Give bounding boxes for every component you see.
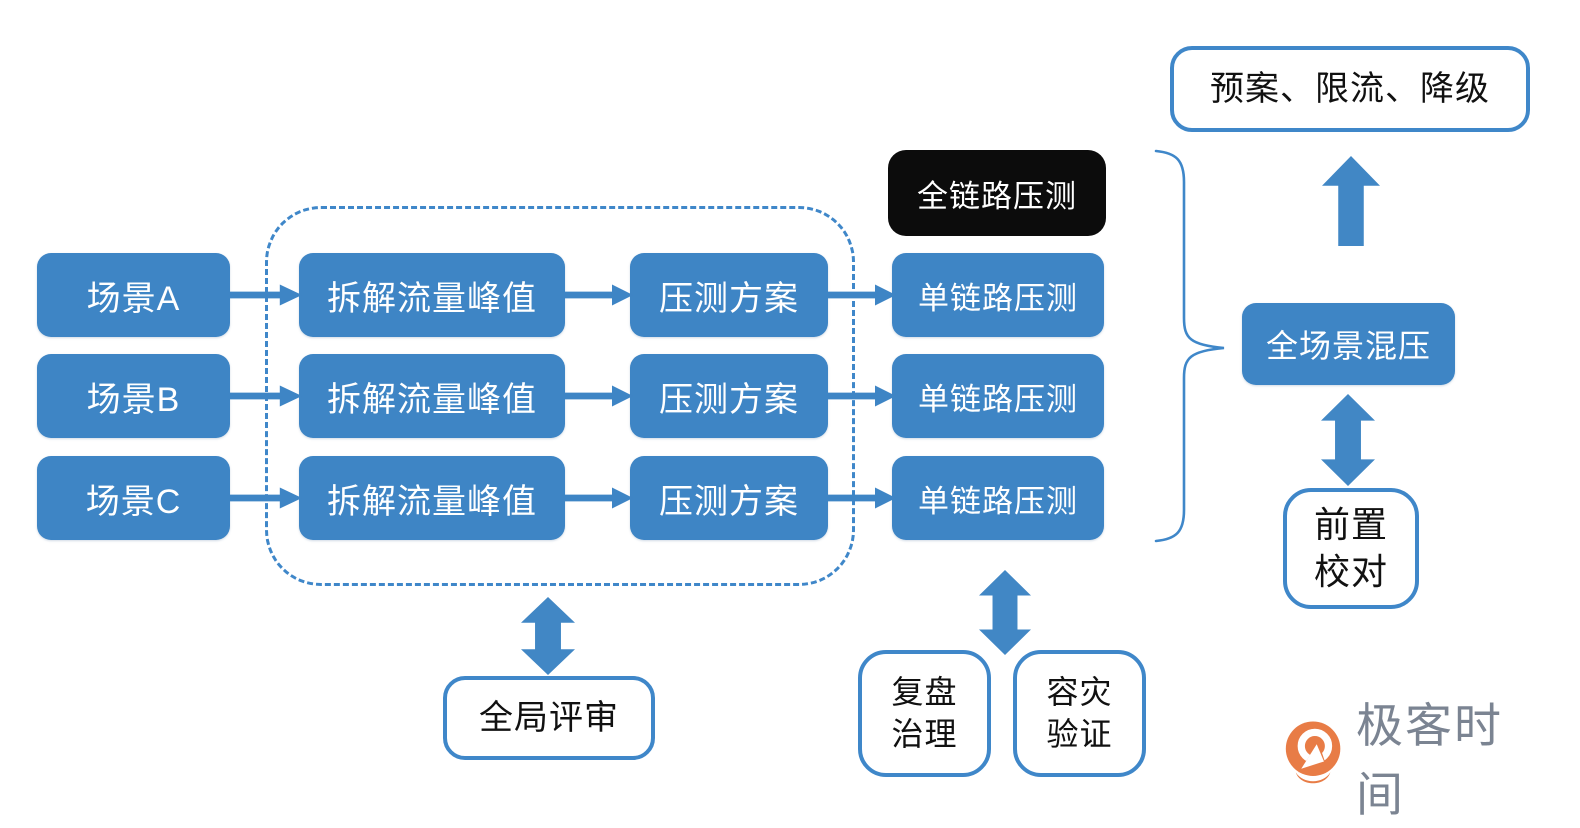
geektime-logo-icon — [1285, 721, 1341, 784]
node-scenario-b: 场景B — [37, 354, 230, 438]
node-decompose-peak-row3: 拆解流量峰值 — [299, 456, 565, 540]
node-label: 全场景混压 — [1265, 328, 1431, 364]
curly-brace-icon — [1154, 149, 1225, 543]
node-pressure-plan-row1: 压测方案 — [630, 253, 828, 337]
node-label: 全局评审 — [479, 698, 619, 737]
node-pressure-plan-row2: 压测方案 — [630, 354, 828, 438]
node-global-review: 全局评审 — [443, 676, 655, 760]
node-label: 压测方案 — [659, 279, 799, 318]
node-disaster-validation: 容灾 验证 — [1013, 650, 1146, 777]
arrow-up-down-icon — [521, 597, 575, 675]
node-label: 压测方案 — [659, 380, 799, 419]
node-decompose-peak-row2: 拆解流量峰值 — [299, 354, 565, 438]
node-pre-check: 前置 校对 — [1283, 488, 1419, 609]
node-scenario-a: 场景A — [37, 253, 230, 337]
node-label: 复盘 治理 — [891, 673, 958, 752]
arrow-up-down-icon — [1321, 394, 1375, 486]
arrow-up-down-icon — [979, 570, 1031, 655]
node-full-link-pressure-test: 全链路压测 — [888, 150, 1106, 236]
node-review-governance: 复盘 治理 — [858, 650, 991, 777]
node-label: 压测方案 — [659, 482, 799, 521]
node-label: 场景A — [86, 279, 181, 318]
geektime-logo-text: 极客时间 — [1355, 699, 1503, 821]
node-mixed-scenario-pressure: 全场景混压 — [1242, 303, 1455, 385]
node-scenario-c: 场景C — [37, 456, 230, 540]
node-label: 拆解流量峰值 — [327, 482, 537, 521]
node-single-link-row3: 单链路压测 — [892, 456, 1104, 540]
node-label: 单链路压测 — [918, 483, 1078, 519]
node-plan-limit-degrade: 预案、限流、降级 — [1170, 46, 1530, 132]
node-single-link-row2: 单链路压测 — [892, 354, 1104, 438]
node-label: 容灾 验证 — [1046, 673, 1113, 752]
geektime-logo: 极客时间 — [1284, 699, 1534, 821]
node-label: 单链路压测 — [918, 280, 1078, 316]
node-label: 预案、限流、降级 — [1210, 69, 1490, 108]
node-label: 拆解流量峰值 — [327, 279, 537, 318]
node-label: 拆解流量峰值 — [327, 380, 537, 419]
node-label: 全链路压测 — [917, 178, 1077, 214]
node-decompose-peak-row1: 拆解流量峰值 — [299, 253, 565, 337]
node-label: 前置 校对 — [1313, 503, 1388, 592]
node-label: 单链路压测 — [918, 381, 1078, 417]
node-label: 场景B — [86, 380, 181, 419]
node-label: 场景C — [85, 482, 182, 521]
arrow-up-icon — [1322, 156, 1380, 246]
node-pressure-plan-row3: 压测方案 — [630, 456, 828, 540]
node-single-link-row1: 单链路压测 — [892, 253, 1104, 337]
